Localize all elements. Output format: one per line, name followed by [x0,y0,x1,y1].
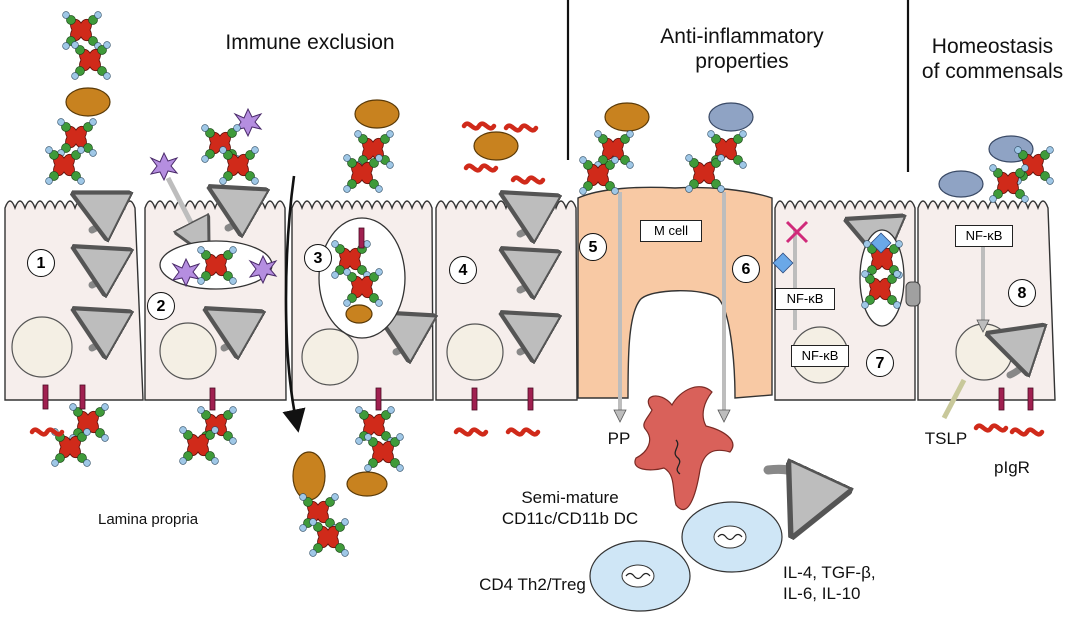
m-cell [577,186,773,399]
step-5-marker: 5 [579,233,607,261]
tslp-label: TSLP [924,429,968,448]
m-cell-label: M cell [640,220,702,242]
basolateral-arrow [282,175,306,433]
t-cell-nucleus [713,525,747,549]
nfkb-box: NF-κB [775,288,835,310]
pigr-receptors [42,227,1034,411]
dc-label: Semi-mature CD11c/CD11b DC [501,488,639,528]
ligand-diamond [772,252,794,274]
arrows [165,176,985,420]
commensals [708,102,1034,198]
step-2-marker: 2 [147,292,175,320]
ligand-diamond [870,232,892,254]
nfkb-nucleus-box: NF-κB [791,345,849,367]
step-1-marker: 1 [27,249,55,277]
cytokines-label: IL-4, TGF-β, IL-6, IL-10 [783,563,876,603]
step-3-marker: 3 [304,244,332,272]
dendritic-cell [634,386,734,511]
dc-nucleus [674,439,681,475]
lamina-propria-label: Lamina propria [98,511,199,528]
pp-arrowhead [613,409,627,423]
pp-arrowhead [717,409,731,423]
antigens [65,87,650,501]
section-title-homeostasis: Homeostasis of commensals [921,35,1064,83]
section-title-anti-inflammatory: Anti-inflammatory properties [660,25,824,73]
step-7-marker: 7 [866,349,894,377]
nfkb-arrowhead [976,319,990,333]
step-4-marker: 4 [449,256,477,284]
nfkb-box: NF-κB [955,225,1013,247]
pp-label: PP [607,429,631,448]
t-cell-nucleus [621,564,655,588]
step-8-marker: 8 [1008,279,1036,307]
dc-activation-arrow [763,469,810,506]
virus-particles [149,107,278,288]
pigr-label: pIgR [994,458,1030,477]
step-6-marker: 6 [732,255,760,283]
blocked-signal-icon [785,220,809,244]
tight-junction [905,281,921,307]
section-title-immune-exclusion: Immune exclusion [225,31,395,54]
t-cell-label: CD4 Th2/Treg [479,575,586,594]
